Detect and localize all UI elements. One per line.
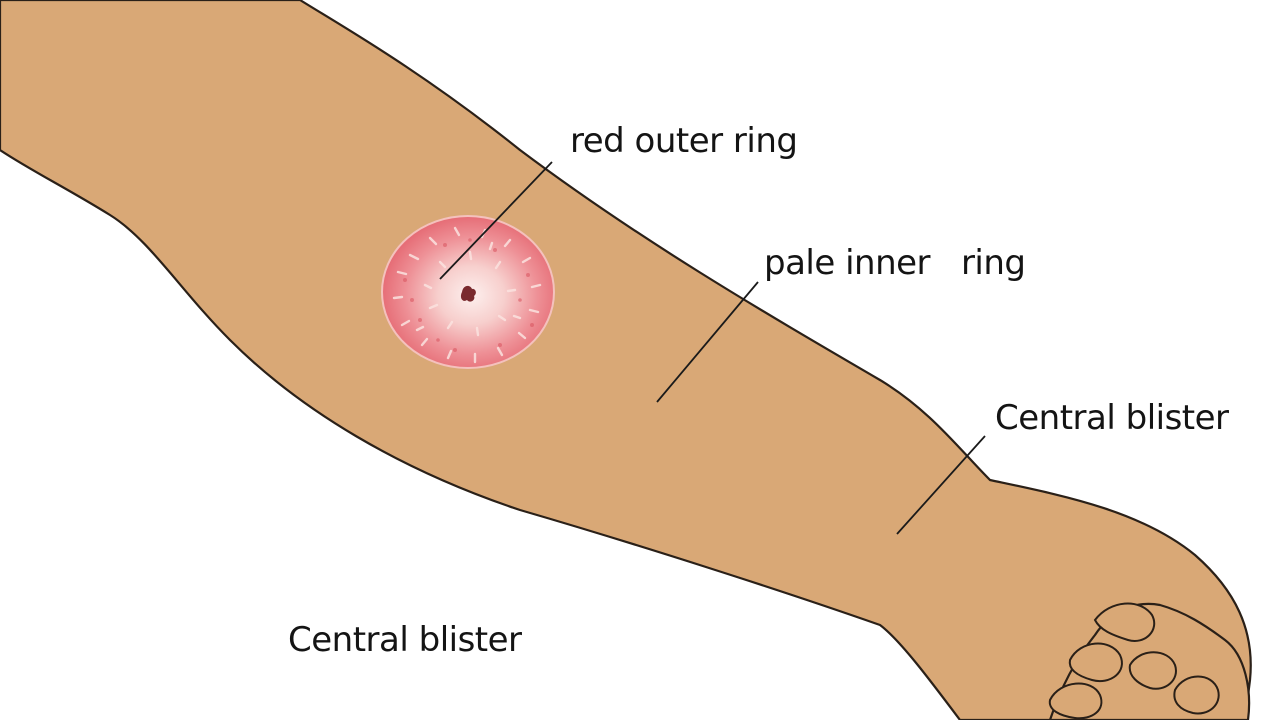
rash-texture [392, 226, 542, 364]
central-blister-mark [460, 285, 476, 302]
forearm-shape [0, 0, 1252, 720]
leader-line-central-blister [896, 435, 986, 535]
label-red-outer-ring: red outer ring [570, 121, 798, 161]
label-central-blister-bottom: Central blister [288, 620, 522, 660]
finger-4 [1128, 651, 1177, 690]
rash-speckles [403, 238, 534, 352]
label-central-blister-right: Central blister [995, 398, 1229, 438]
leader-line-red-outer-ring [439, 161, 553, 280]
finger-1 [1093, 602, 1156, 642]
label-pale-inner-ring: pale inner ring [764, 243, 1026, 283]
rash-lesion [381, 215, 555, 369]
finger-3 [1048, 682, 1103, 720]
leader-line-pale-inner-ring [656, 281, 759, 403]
finger-5 [1173, 675, 1220, 715]
finger-2 [1068, 642, 1123, 683]
